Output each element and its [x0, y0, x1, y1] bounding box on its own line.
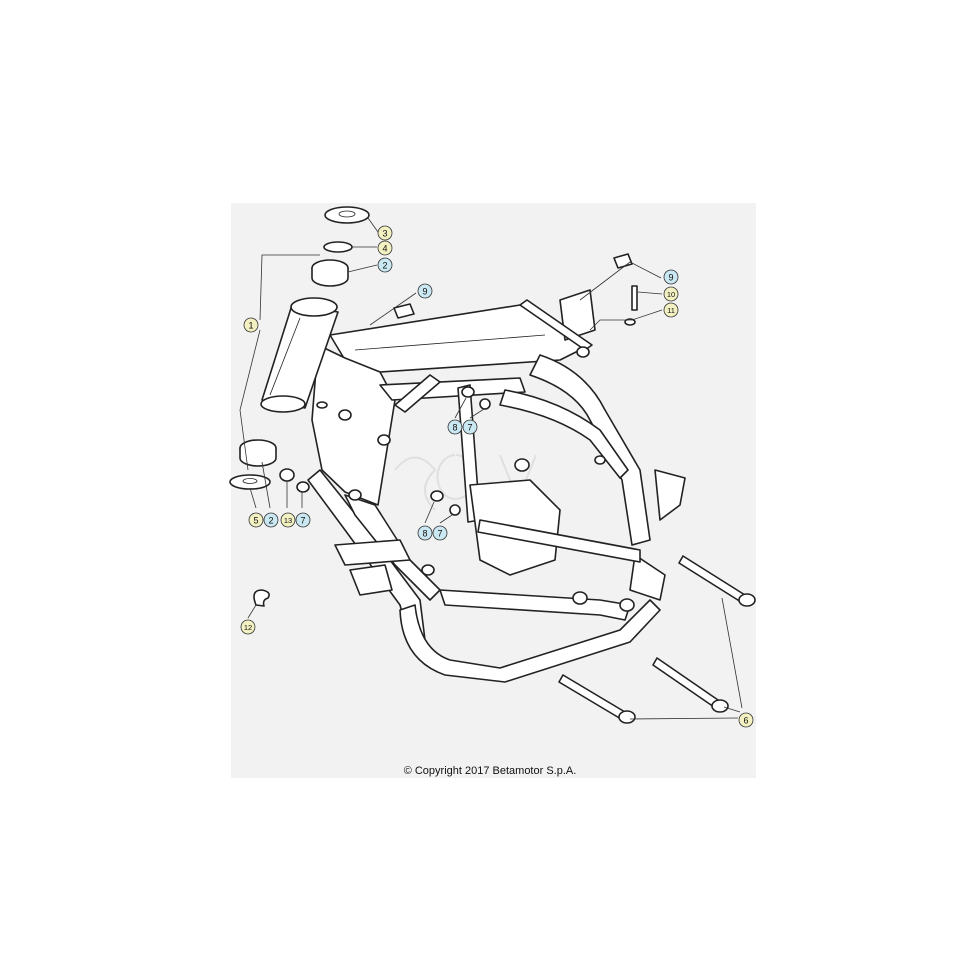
- callout-label: 2: [268, 516, 273, 526]
- seal-ring-top: [323, 241, 353, 253]
- cable-clip-12: [253, 589, 270, 607]
- steering-parts: [229, 206, 370, 490]
- callout-9: 9: [417, 283, 433, 299]
- frame-rear-upright: [529, 354, 651, 546]
- callout-7: 7: [432, 525, 448, 541]
- callout-11: 11: [663, 302, 679, 318]
- callout-label: 7: [467, 423, 472, 433]
- callout-circle: [663, 286, 679, 302]
- steering-head: [260, 297, 339, 413]
- frame-cross-member: [439, 589, 631, 621]
- callout-label: 2: [382, 261, 387, 271]
- callout-12: 12: [240, 619, 256, 635]
- callout-circle: [263, 512, 279, 528]
- callout-7: 7: [462, 419, 478, 435]
- callout-label: 4: [382, 244, 387, 254]
- frame-lower-cradle: [399, 599, 661, 683]
- nut-8a: [461, 386, 475, 398]
- callout-circle: [738, 712, 754, 728]
- callout-label: 13: [284, 516, 292, 525]
- frame-side-bracket: [629, 554, 666, 601]
- long-bolts: [558, 555, 756, 724]
- washer-7a: [479, 398, 491, 410]
- callout-circle: [377, 240, 393, 256]
- callout-label: 8: [422, 529, 427, 539]
- callout-circle: [377, 225, 393, 241]
- bolt-lower: [558, 674, 626, 720]
- callout-circle: [243, 317, 259, 333]
- callout-label: 12: [244, 623, 252, 632]
- callout-2: 2: [377, 257, 393, 273]
- callout-circle: [295, 512, 311, 528]
- callout-label: 6: [743, 716, 748, 726]
- callout-label: 11: [667, 306, 675, 315]
- callout-circle: [462, 419, 478, 435]
- frame-inner-tube-2: [394, 374, 441, 413]
- nut-clip-top: [393, 303, 415, 319]
- bolt-upper: [678, 555, 746, 603]
- washer-11: [624, 318, 636, 326]
- callout-label: 9: [668, 273, 673, 283]
- callout-8: 8: [447, 419, 463, 435]
- dust-cover-bottom: [229, 474, 271, 490]
- callout-8: 8: [417, 525, 433, 541]
- callout-label: 8: [452, 423, 457, 433]
- callout-circle: [663, 269, 679, 285]
- callout-2: 2: [263, 512, 279, 528]
- callout-label: 9: [422, 287, 427, 297]
- frame: [307, 289, 686, 683]
- callout-circle: [377, 257, 393, 273]
- frame-center-tube: [477, 519, 641, 563]
- callout-circle: [447, 419, 463, 435]
- callout-label: 5: [253, 516, 258, 526]
- callout-circle: [248, 512, 264, 528]
- washer-7b: [296, 481, 310, 493]
- frame-left-plate: [311, 344, 396, 506]
- callout-9: 9: [663, 269, 679, 285]
- callout-circle: [280, 512, 296, 528]
- callout-label: 7: [300, 516, 305, 526]
- callout-label: 3: [382, 229, 387, 239]
- callout-circle: [663, 302, 679, 318]
- callout-label: 1: [248, 321, 253, 331]
- callout-3: 3: [377, 225, 393, 241]
- hardware: [253, 253, 638, 612]
- callout-label: 7: [437, 529, 442, 539]
- callout-4: 4: [377, 240, 393, 256]
- frame-rear-bracket: [654, 469, 686, 521]
- frame-rear-loop: [499, 389, 629, 479]
- frame-engine-mount: [349, 564, 393, 596]
- callout-13: 13: [280, 512, 296, 528]
- dust-cover-top: [324, 206, 370, 224]
- nut-13: [279, 468, 295, 482]
- callout-1: 1: [243, 317, 259, 333]
- nut-8b: [430, 490, 444, 502]
- callout-5: 5: [248, 512, 264, 528]
- washer-7c: [449, 504, 461, 516]
- callout-10: 10: [663, 286, 679, 302]
- screw-10: [631, 285, 638, 311]
- copyright-notice: © Copyright 2017 Betamotor S.p.A.: [403, 765, 577, 777]
- leader-lines: [239, 217, 743, 720]
- callout-circle: [240, 619, 256, 635]
- frame-front-bracket: [334, 539, 411, 566]
- callout-label: 10: [667, 290, 675, 299]
- callout-circle: [417, 283, 433, 299]
- callout-circle: [417, 525, 433, 541]
- bolt-middle: [652, 657, 719, 708]
- callout-circle: [432, 525, 448, 541]
- nut-clip-rear: [613, 253, 633, 269]
- callout-6: 6: [738, 712, 754, 728]
- frame-rear-crossbar: [519, 299, 593, 351]
- callout-7: 7: [295, 512, 311, 528]
